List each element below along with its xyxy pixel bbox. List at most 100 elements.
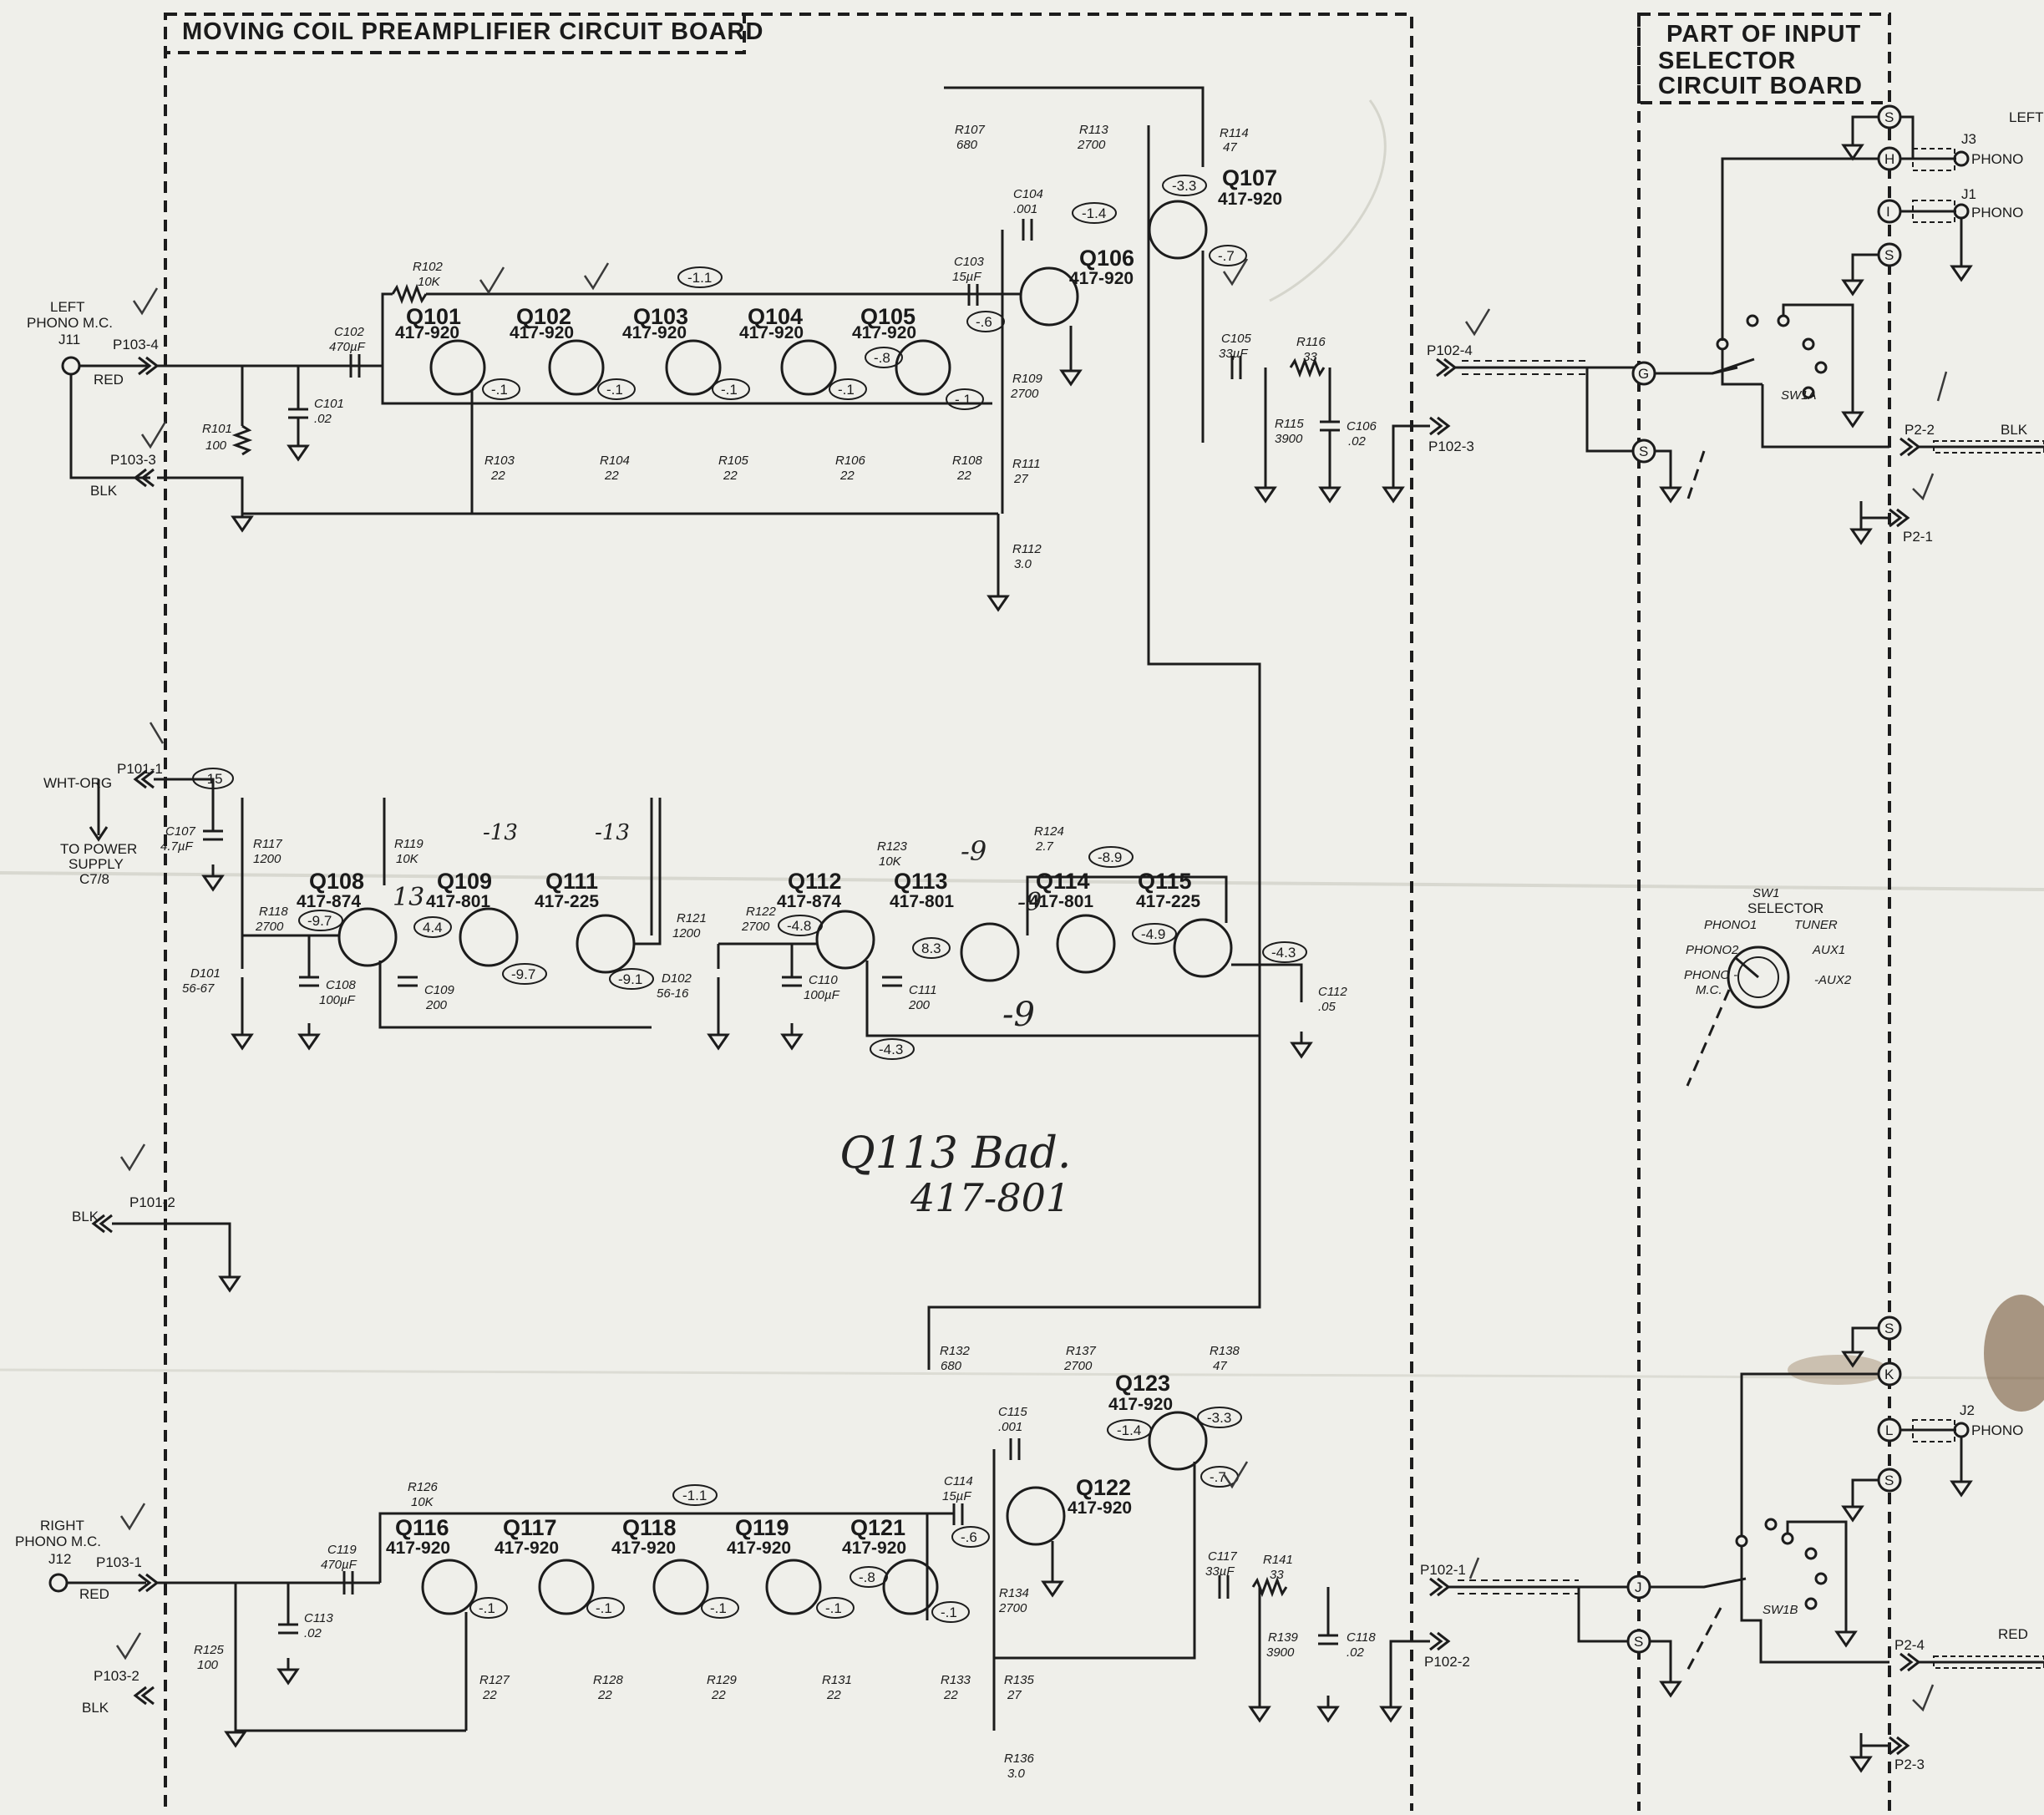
- r108-label: R108: [952, 454, 983, 468]
- svg-text:-.1: -.1: [825, 1600, 842, 1616]
- svg-text:417-920: 417-920: [1218, 190, 1282, 209]
- q113: Q113 417-801: [890, 869, 1020, 982]
- svg-text:Q105: Q105: [860, 304, 915, 329]
- svg-text:.001: .001: [1013, 202, 1037, 216]
- svg-text:4.4: 4.4: [423, 920, 443, 935]
- sw1a-label: SW1A: [1781, 388, 1817, 403]
- svg-text:22: 22: [482, 1688, 497, 1702]
- c113-label: C113: [304, 1611, 333, 1625]
- p2-3-label: P2-3: [1894, 1757, 1925, 1772]
- svg-text:L: L: [1885, 1422, 1893, 1438]
- svg-text:-4.3: -4.3: [879, 1042, 903, 1057]
- svg-text:-.7: -.7: [1210, 1469, 1226, 1485]
- svg-text:-4.8: -4.8: [787, 918, 811, 934]
- right-channel: RIGHT PHONO M.C. J12 P103-1 RED P103-2 B…: [15, 1336, 1629, 1781]
- q105: Q105 417-920: [852, 304, 951, 396]
- svg-text:-1.1: -1.1: [687, 270, 712, 286]
- svg-text:-4.9: -4.9: [1141, 926, 1165, 942]
- svg-text:417-801: 417-801: [1029, 892, 1093, 911]
- svg-text:22: 22: [956, 469, 971, 483]
- r116-label: R116: [1296, 335, 1326, 349]
- left-output-label: LEFT: [2009, 109, 2044, 125]
- svg-text:47: 47: [1223, 140, 1237, 155]
- svg-text:PHONO -: PHONO -: [1684, 968, 1737, 982]
- svg-text:P103-1: P103-1: [96, 1554, 142, 1570]
- svg-text:-.1: -.1: [941, 1605, 957, 1620]
- q107: Q107 417-920: [1148, 165, 1282, 260]
- right-voltage-bubbles: -1.1 -.1 -.1 -.1 -.1 -.1 -.8 -.6 -1.4 -3…: [469, 1407, 1242, 1623]
- c101-value: .02: [314, 412, 332, 426]
- left-voltage-bubbles: -.1 -.1 -.1 -.1 -.1 -1.1 -.8 -.6 -1.4 -3…: [482, 175, 1247, 410]
- svg-text:417-920: 417-920: [611, 1539, 676, 1558]
- p102-1-label: P102-1: [1420, 1562, 1466, 1578]
- red-wire-label: RED: [94, 372, 124, 388]
- r127-label: R127: [479, 1673, 510, 1687]
- c102-label: C102: [334, 325, 365, 339]
- r112-label: R112: [1012, 542, 1042, 556]
- svg-text:Q104: Q104: [748, 304, 803, 329]
- p101-2-label: P101-2: [129, 1194, 175, 1210]
- svg-text:-.8: -.8: [859, 1569, 875, 1585]
- svg-text:33µF: 33µF: [1219, 347, 1248, 361]
- p2-4-label: P2-4: [1894, 1637, 1925, 1653]
- svg-text:470µF: 470µF: [321, 1558, 358, 1572]
- r101-value: 100: [205, 439, 227, 453]
- svg-text:417-225: 417-225: [535, 892, 599, 911]
- svg-text:47: 47: [1213, 1359, 1227, 1373]
- svg-text:Q109: Q109: [437, 869, 492, 894]
- r115-label: R115: [1275, 417, 1304, 431]
- r134-label: R134: [999, 1586, 1029, 1600]
- svg-text:M.C.: M.C.: [1696, 983, 1722, 997]
- q108: Q108 417-874: [297, 869, 398, 967]
- r106-label: R106: [835, 454, 866, 468]
- r122-label: R122: [746, 905, 777, 919]
- svg-text:Q102: Q102: [516, 304, 571, 329]
- j3-label: J3: [1961, 131, 1976, 147]
- svg-text:P103-2: P103-2: [94, 1668, 139, 1684]
- r119-label: R119: [394, 837, 424, 851]
- right-jack-label: J12: [48, 1551, 71, 1567]
- handwritten-note-q113-bad: Q113 Bad.: [839, 1128, 1071, 1179]
- svg-text:100µF: 100µF: [804, 988, 840, 1002]
- r128-label: R128: [593, 1673, 624, 1687]
- r117-label: R117: [253, 837, 282, 851]
- svg-text:-9.7: -9.7: [307, 913, 332, 929]
- svg-text:.02: .02: [1348, 434, 1367, 449]
- svg-text:-.6: -.6: [961, 1529, 977, 1545]
- selector-title-line1: PART OF INPUT: [1666, 21, 1861, 48]
- svg-text:3900: 3900: [1275, 432, 1303, 446]
- j1-label: J1: [1961, 186, 1976, 202]
- selector-board-title-box: [1637, 13, 1891, 104]
- svg-text:200: 200: [908, 998, 931, 1012]
- svg-text:10K: 10K: [396, 852, 419, 866]
- r124-label: R124: [1034, 824, 1064, 839]
- left-jack-label: J11: [58, 332, 80, 347]
- svg-text:-.7: -.7: [1218, 248, 1235, 264]
- r132-label: R132: [940, 1344, 971, 1358]
- c101-label: C101: [314, 397, 344, 411]
- sw1b-label: SW1B: [1763, 1603, 1798, 1617]
- svg-text:Q107: Q107: [1222, 165, 1277, 190]
- c115-label: C115: [998, 1405, 1027, 1419]
- selector-title-line3: CIRCUIT BOARD: [1658, 73, 1863, 99]
- svg-text:PHONO2: PHONO2: [1686, 943, 1739, 957]
- svg-text:I: I: [1886, 204, 1890, 220]
- supply-link: [927, 125, 1261, 1370]
- r113-label: R113: [1079, 123, 1108, 137]
- svg-text:-.1: -.1: [479, 1600, 495, 1616]
- left-channel: LEFT PHONO M.C. J11 P103-4 RED P103-3 BL…: [27, 86, 1636, 611]
- svg-text:.02: .02: [1347, 1645, 1365, 1660]
- r102-label: R102: [413, 260, 444, 274]
- svg-text:Q116: Q116: [395, 1515, 449, 1540]
- j2-phono-label: PHONO: [1971, 1422, 2023, 1438]
- c119-label: C119: [327, 1543, 357, 1557]
- preamp-board-outline: [164, 13, 1413, 1815]
- c103-label: C103: [954, 255, 985, 269]
- svg-text:2700: 2700: [1010, 387, 1039, 401]
- j1-phono-label: PHONO: [1971, 205, 2023, 221]
- svg-text:417-920: 417-920: [1069, 269, 1134, 288]
- svg-text:22: 22: [604, 469, 619, 483]
- svg-text:-13: -13: [483, 820, 518, 845]
- svg-text:417-920: 417-920: [510, 323, 574, 342]
- svg-text:SELECTOR: SELECTOR: [1747, 900, 1823, 916]
